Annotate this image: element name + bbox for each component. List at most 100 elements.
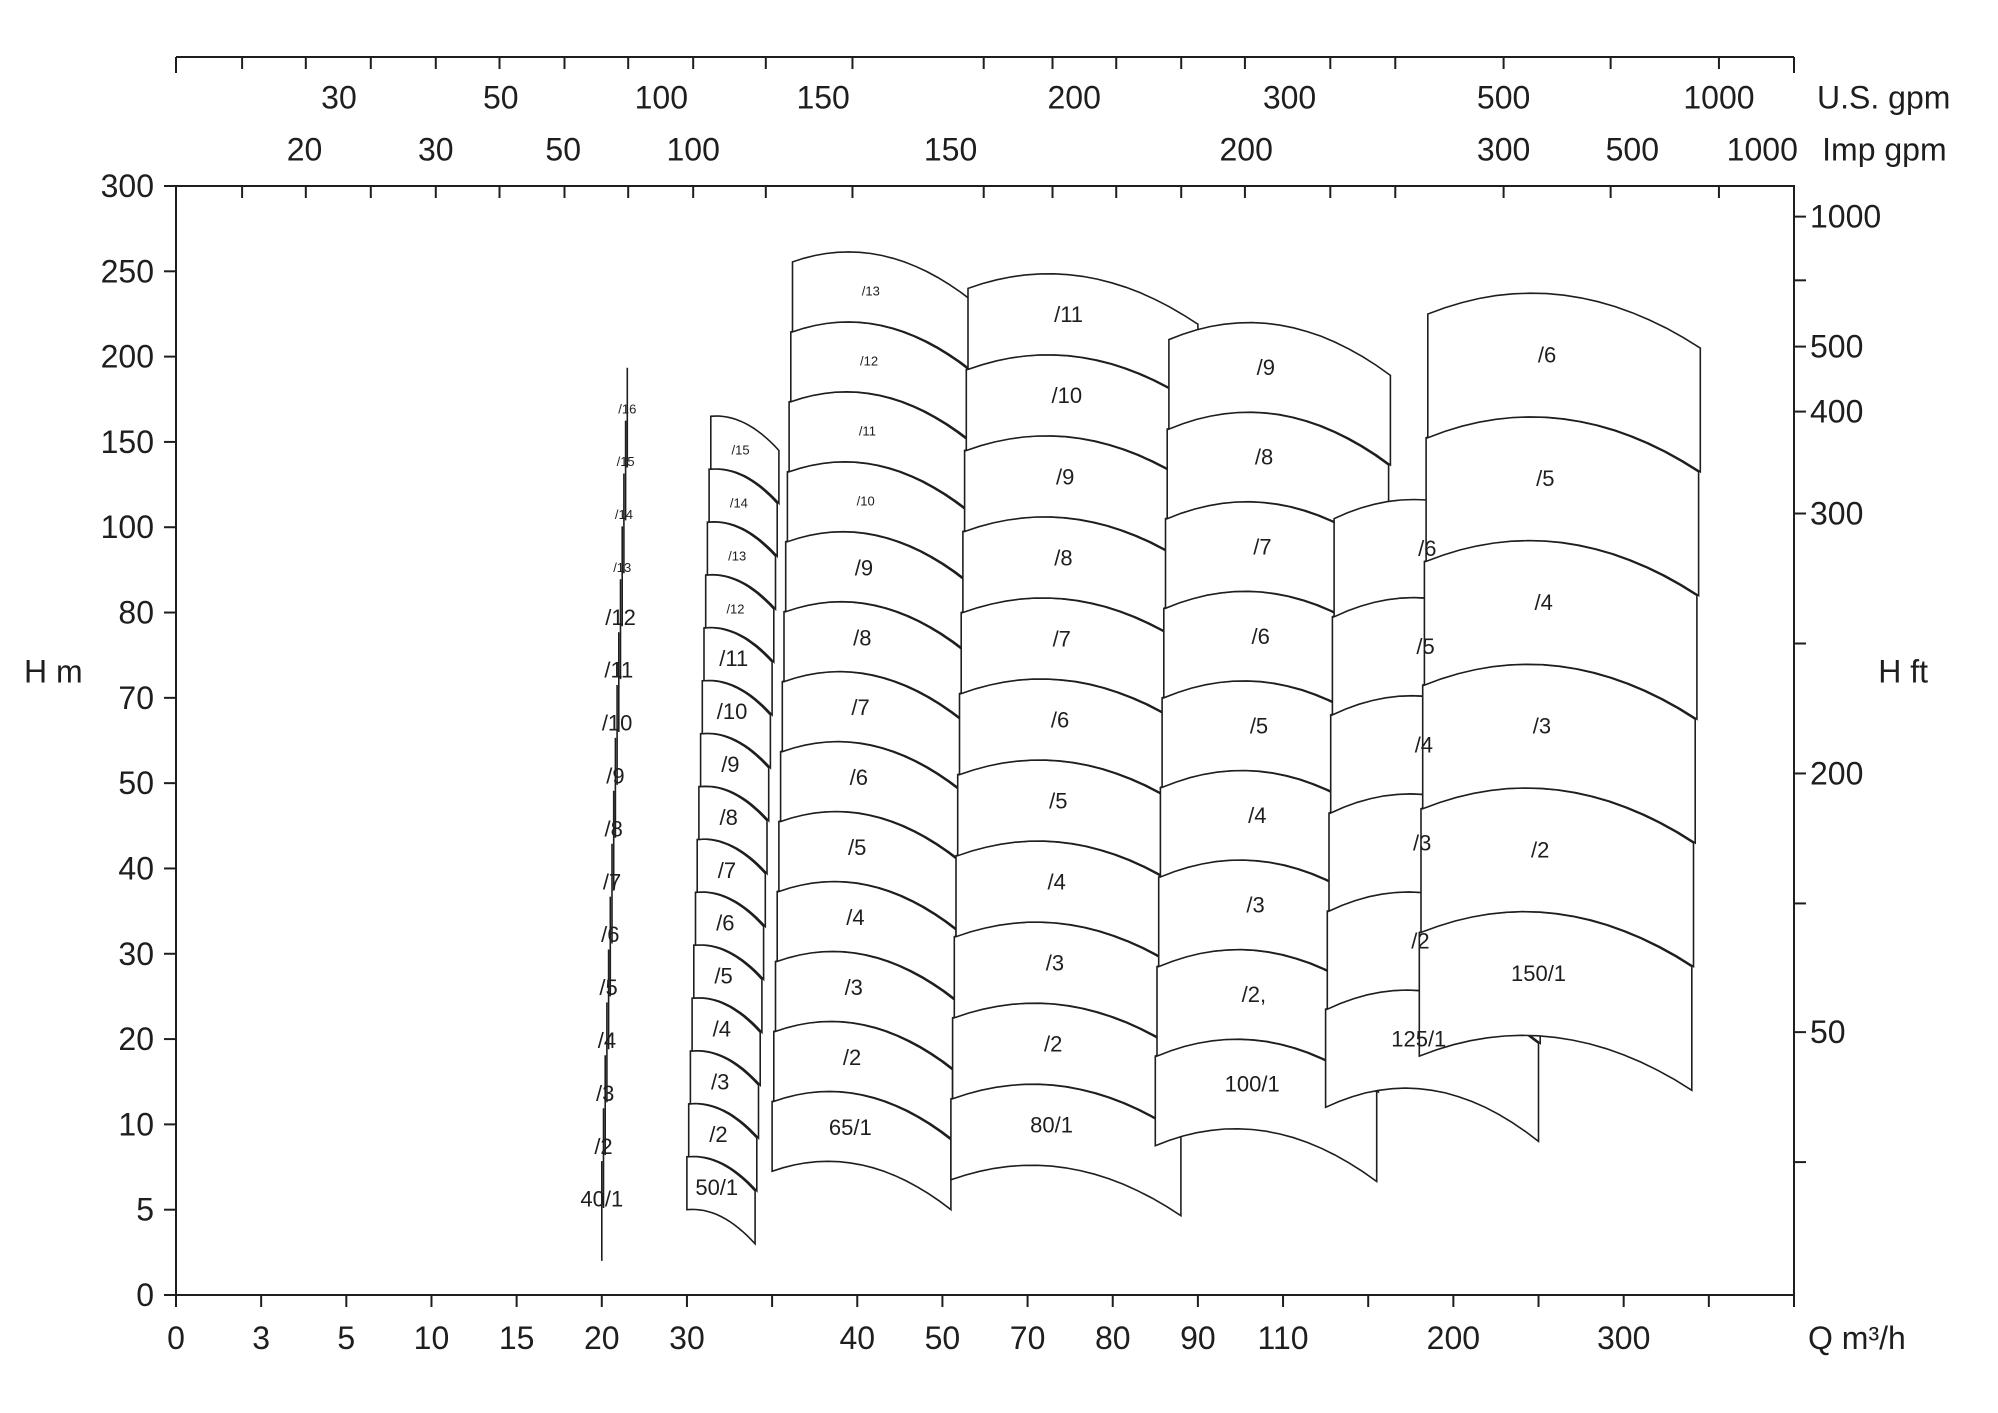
imp-gpm-tick-label-20: 20 (287, 132, 323, 168)
y-tick-label-300: 300 (101, 168, 154, 204)
imp-gpm-tick-label-200: 200 (1220, 132, 1273, 168)
x-tick-label-80: 80 (1095, 1320, 1131, 1356)
right-tick-label-1000: 1000 (1810, 199, 1881, 235)
region-label-40-5: /5 (599, 975, 617, 1000)
region-label-50-12: /12 (726, 601, 744, 616)
region-label-100-2: /2, (1242, 982, 1266, 1007)
y-tick-label-200: 200 (101, 339, 154, 375)
y-axis-label: H m (24, 654, 83, 690)
x-tick-label-15: 15 (499, 1320, 535, 1356)
x-tick-label-30: 30 (669, 1320, 705, 1356)
region-100-9 (1168, 321, 1392, 467)
region-label-40-2: /2 (594, 1134, 612, 1159)
region-label-80-2: /2 (1044, 1032, 1062, 1057)
region-label-50-4: /4 (713, 1016, 731, 1041)
imp-gpm-tick-label-100: 100 (666, 132, 719, 168)
region-label-100-7: /7 (1253, 534, 1271, 559)
region-label-100-9: /9 (1257, 355, 1275, 380)
region-label-40-1: 40/1 (580, 1187, 623, 1212)
region-label-40-11: /11 (604, 658, 633, 683)
region-label-100-6: /6 (1252, 624, 1270, 649)
imp-gpm-tick-label-300: 300 (1477, 132, 1530, 168)
x-tick-label-5: 5 (337, 1320, 355, 1356)
family-100 (1154, 321, 1392, 1184)
x-tick-label-20: 20 (584, 1320, 620, 1356)
region-label-150-2: /2 (1531, 837, 1549, 862)
region-label-40-13: /13 (613, 560, 631, 575)
region-label-80-9: /9 (1056, 464, 1074, 489)
x-axis-label: Q m³/h (1808, 1320, 1906, 1356)
y-tick-label-80: 80 (118, 595, 154, 631)
y-tick-label-20: 20 (118, 1021, 154, 1057)
x-tick-label-10: 10 (414, 1320, 450, 1356)
region-label-65-3: /3 (845, 975, 863, 1000)
us-gpm-tick-label-50: 50 (483, 79, 519, 115)
region-label-40-3: /3 (596, 1081, 614, 1106)
region-label-65-2: /2 (843, 1045, 861, 1070)
us-gpm-tick-label-1000: 1000 (1683, 79, 1754, 115)
right-axis-label: H ft (1878, 654, 1928, 690)
region-label-40-8: /8 (605, 816, 623, 841)
region-label-40-14: /14 (615, 507, 633, 522)
region-label-50-15: /15 (732, 443, 750, 458)
region-label-80-6: /6 (1051, 707, 1069, 732)
us-gpm-tick-label-100: 100 (635, 79, 688, 115)
region-label-125-2: /2 (1411, 929, 1429, 954)
region-label-40-4: /4 (598, 1028, 616, 1053)
region-label-50-1: 50/1 (695, 1175, 738, 1200)
right-tick-label-500: 500 (1810, 329, 1863, 365)
y-tick-label-10: 10 (118, 1106, 154, 1142)
y-tick-label-70: 70 (118, 680, 154, 716)
region-label-65-6: /6 (850, 765, 868, 790)
right-tick-label-50: 50 (1810, 1014, 1846, 1050)
region-label-50-5: /5 (714, 964, 732, 989)
region-label-50-13: /13 (728, 548, 746, 563)
family-40 (601, 367, 629, 1261)
region-label-100-3: /3 (1246, 893, 1264, 918)
family-40-labels: 40/1/2/3/4/5/6/7/8/9/10/11/12/13/14/15/1… (580, 401, 636, 1211)
family-125-labels: 125/1/2/3/4/5/6 (1391, 536, 1446, 1052)
region-label-50-11: /11 (719, 646, 748, 671)
y-tick-label-150: 150 (101, 424, 154, 460)
region-label-65-11: /11 (859, 423, 876, 438)
imp-gpm-tick-label-150: 150 (924, 132, 977, 168)
region-label-80-8: /8 (1054, 545, 1072, 570)
region-label-40-9: /9 (606, 764, 624, 789)
region-label-40-12: /12 (605, 605, 636, 630)
right-tick-label-200: 200 (1810, 755, 1863, 791)
region-label-50-8: /8 (719, 805, 737, 830)
region-labels: 40/1/2/3/4/5/6/7/8/9/10/11/12/13/14/15/1… (580, 284, 1566, 1212)
region-label-100-5: /5 (1250, 713, 1268, 738)
region-label-80-11: /11 (1054, 302, 1083, 327)
region-label-50-3: /3 (711, 1069, 729, 1094)
region-label-50-14: /14 (730, 496, 748, 511)
y-tick-label-100: 100 (101, 509, 154, 545)
region-label-40-10: /10 (602, 711, 633, 736)
us-gpm-tick-label-300: 300 (1263, 79, 1316, 115)
y-tick-label-50: 50 (118, 765, 154, 801)
us-gpm-tick-label-150: 150 (796, 79, 849, 115)
region-label-40-16: /16 (618, 401, 636, 416)
region-label-50-9: /9 (721, 752, 739, 777)
region-label-80-10: /10 (1052, 383, 1083, 408)
region-label-50-6: /6 (716, 911, 734, 936)
plot-frame (175, 185, 1795, 1296)
family-150-labels: 150/1/2/3/4/5/6 (1511, 342, 1566, 985)
x-tick-label-90: 90 (1180, 1320, 1216, 1356)
region-label-65-10: /10 (857, 493, 875, 508)
family-80-labels: 80/1/2/3/4/5/6/7/8/9/10/11 (1030, 302, 1083, 1137)
region-50-15 (710, 415, 780, 506)
region-label-65-7: /7 (851, 695, 869, 720)
curve-regions (601, 251, 1702, 1261)
y-tick-label-40: 40 (118, 850, 154, 886)
region-label-65-13: /13 (862, 284, 880, 299)
region-label-150-6: /6 (1538, 342, 1556, 367)
x-tick-label-40: 40 (839, 1320, 875, 1356)
y-tick-label-5: 5 (136, 1192, 154, 1228)
family-80 (950, 272, 1199, 1218)
family-150 (1418, 292, 1702, 1092)
region-label-40-7: /7 (603, 869, 621, 894)
us-gpm-tick-label-30: 30 (321, 79, 357, 115)
region-label-65-5: /5 (848, 835, 866, 860)
